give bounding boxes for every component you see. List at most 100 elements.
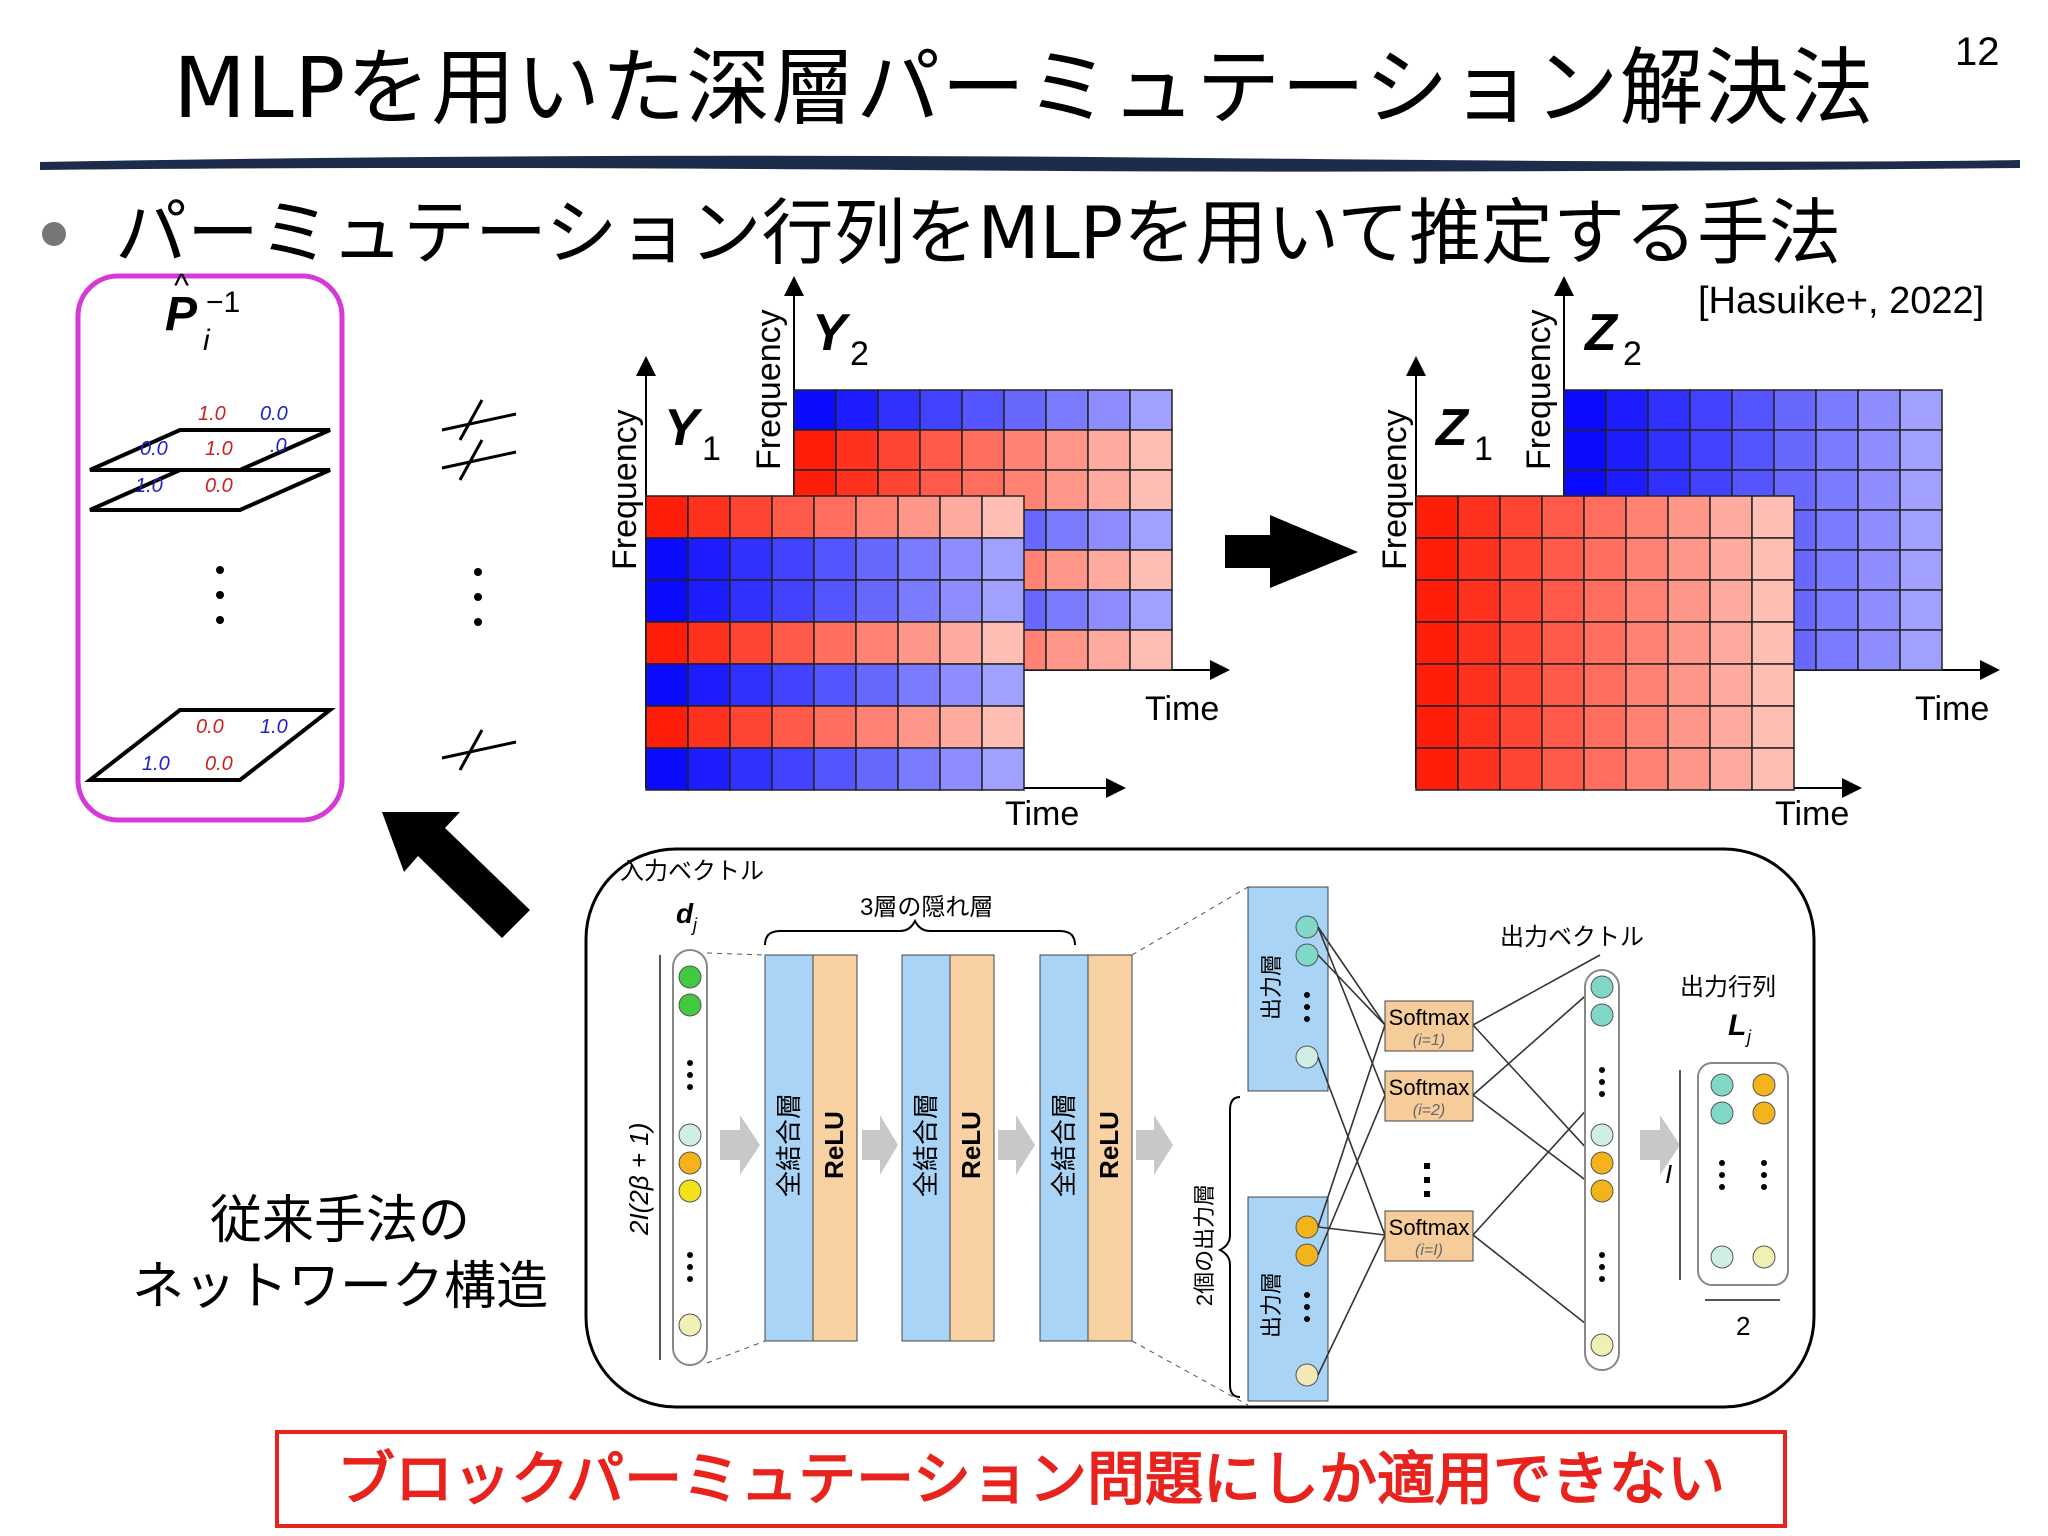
svg-text:1.0: 1.0	[198, 403, 226, 425]
spectrogram-cell	[1899, 629, 1943, 671]
spectrogram-cell	[1625, 621, 1669, 665]
hidden-block-1: 全結合層 ReLU	[764, 954, 858, 1342]
spectrogram-cell	[939, 705, 983, 749]
bottom-note: ブロックパーミュテーション問題にしか適用できない	[275, 1430, 1787, 1528]
spectrogram-cell	[1857, 549, 1901, 591]
spectrogram-cell	[1541, 663, 1585, 707]
spectrogram-cell	[1815, 629, 1859, 671]
svg-text:1.0: 1.0	[135, 475, 163, 497]
spectrogram-cell	[981, 579, 1025, 623]
spectrogram-cell	[813, 579, 857, 623]
spectrogram-cell	[1731, 389, 1775, 431]
spectrogram-cell	[877, 389, 921, 431]
p-subscript: i	[203, 324, 211, 357]
spectrogram-cell	[1457, 705, 1501, 749]
spectrogram-cell	[645, 663, 689, 707]
spectrogram-cell	[1857, 509, 1901, 551]
spectrogram-cell	[1457, 495, 1501, 539]
page-number: 12	[1955, 30, 2000, 74]
spectrogram-cell	[1709, 579, 1753, 623]
flow-arrows	[720, 1115, 1680, 1175]
spectrogram-cell	[687, 621, 731, 665]
spectrogram-cell	[855, 621, 899, 665]
spectrogram-cell	[793, 389, 837, 431]
spectrogram-cell	[1647, 389, 1691, 431]
svg-text:Frequency: Frequency	[750, 309, 788, 470]
spectrogram-cell	[939, 495, 983, 539]
svg-text:Frequency: Frequency	[1520, 309, 1558, 470]
spectrogram-cell	[1583, 579, 1627, 623]
spectrogram-cell	[1689, 389, 1733, 431]
svg-text:2: 2	[1736, 1311, 1750, 1341]
spectrogram-cell	[1709, 621, 1753, 665]
spectrogram-cell	[1499, 747, 1543, 791]
spectrogram-cell	[1709, 537, 1753, 581]
spectrogram-cell	[1129, 389, 1173, 431]
spectrogram-cell	[771, 537, 815, 581]
spectrogram-cell	[687, 579, 731, 623]
spectrogram-cell	[919, 389, 963, 431]
hidden-block-2: 全結合層 ReLU	[901, 954, 995, 1342]
spectrogram-cell	[645, 495, 689, 539]
spectrogram-cell	[981, 621, 1025, 665]
spectrogram-cell	[793, 429, 837, 471]
svg-text:Softmax: Softmax	[1389, 1075, 1470, 1100]
spectrogram-cell	[1045, 629, 1089, 671]
spectrogram-cell	[687, 495, 731, 539]
output-layer-1: 出力層	[1247, 886, 1329, 1092]
softmax-I: Softmax (i=I)	[1384, 1210, 1474, 1262]
spectrogram-cell	[1563, 429, 1607, 471]
svg-text:d: d	[676, 898, 694, 929]
spectrogram-cell	[1815, 429, 1859, 471]
spectrogram-cell	[855, 747, 899, 791]
spectrogram-cell	[1499, 537, 1543, 581]
svg-text:2: 2	[1623, 335, 1642, 373]
spectrogram-cell	[897, 579, 941, 623]
citation: [Hasuike+, 2022]	[1698, 280, 1985, 322]
spectrogram-cell	[1541, 705, 1585, 749]
svg-text:I: I	[1665, 1159, 1672, 1189]
spectrogram-cell	[1583, 663, 1627, 707]
spectrogram-cell	[1499, 579, 1543, 623]
spectrogram-cell	[897, 495, 941, 539]
spectrogram-cell	[1815, 589, 1859, 631]
svg-text:出力層: 出力層	[1259, 954, 1284, 1020]
spectrogram-cell	[1667, 663, 1711, 707]
spectrogram-cell	[877, 429, 921, 471]
spectrogram-cell	[687, 537, 731, 581]
spectrogram-cell	[1625, 537, 1669, 581]
spectrogram-cell	[1625, 495, 1669, 539]
spectrogram-cell	[897, 747, 941, 791]
spectrogram-cell	[645, 747, 689, 791]
spectrogram-cell	[981, 663, 1025, 707]
svg-text:j: j	[690, 915, 698, 935]
title-underline	[40, 155, 2020, 172]
spectrogram-cell	[1857, 589, 1901, 631]
svg-text:Time: Time	[1145, 690, 1219, 728]
svg-text:全結合層: 全結合層	[911, 1093, 941, 1197]
spectrogram-cell	[1667, 579, 1711, 623]
spectrogram-cell	[1087, 589, 1131, 631]
right-arrow-icon	[1225, 515, 1358, 588]
spectrogram-cell	[1731, 429, 1775, 471]
svg-text:入力ベクトル: 入力ベクトル	[620, 858, 764, 885]
spectrogram-cell	[1583, 621, 1627, 665]
svg-text:Y: Y	[664, 399, 703, 457]
spectrogram-cell	[1415, 537, 1459, 581]
svg-text:ReLU: ReLU	[1094, 1111, 1124, 1179]
spectrogram-cell	[981, 537, 1025, 581]
svg-text:出力ベクトル: 出力ベクトル	[1500, 924, 1644, 951]
permutation-matrix-box: P ^ i −1 1.0 0.0 0.0 1.0 .0 1.0 0.0 0.0 …	[75, 270, 345, 823]
spectrogram-cell	[855, 705, 899, 749]
spectrogram-cell	[939, 663, 983, 707]
spectrogram-cell	[1087, 549, 1131, 591]
slide-title: MLPを用いた深層パーミュテーション解決法	[173, 39, 1875, 137]
svg-text:3層の隠れ層: 3層の隠れ層	[860, 894, 993, 921]
svg-text:2: 2	[850, 335, 869, 373]
spectrogram-cell	[1625, 747, 1669, 791]
spectrogram-cell	[1129, 549, 1173, 591]
spectrogram-cell	[729, 537, 773, 581]
spectrogram-cell	[1457, 663, 1501, 707]
spectrogram-cell	[1541, 495, 1585, 539]
spectrogram-cell	[1625, 663, 1669, 707]
